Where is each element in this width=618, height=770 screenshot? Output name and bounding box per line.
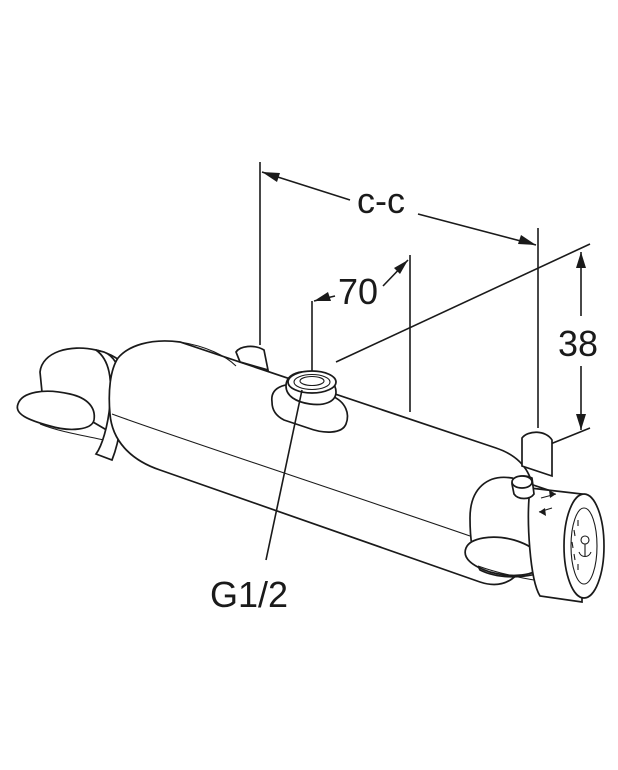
left-handle bbox=[16, 347, 125, 462]
dimension-height-label: 38 bbox=[558, 323, 598, 364]
dimension-cc: c-c bbox=[259, 162, 539, 428]
safety-button bbox=[511, 475, 535, 500]
knob-scale-icon bbox=[571, 520, 592, 570]
dimension-thread-label: G1/2 bbox=[210, 574, 288, 615]
dimension-cc-label: c-c bbox=[357, 180, 405, 221]
inlet-connector bbox=[271, 370, 349, 433]
dimension-thread: G1/2 bbox=[210, 389, 303, 615]
direction-arrows-icon bbox=[538, 490, 557, 516]
dimension-height: 38 bbox=[335, 243, 598, 446]
dimension-offset: 70 bbox=[311, 255, 411, 412]
dimension-offset-label: 70 bbox=[338, 271, 378, 312]
temperature-knob bbox=[527, 487, 605, 603]
